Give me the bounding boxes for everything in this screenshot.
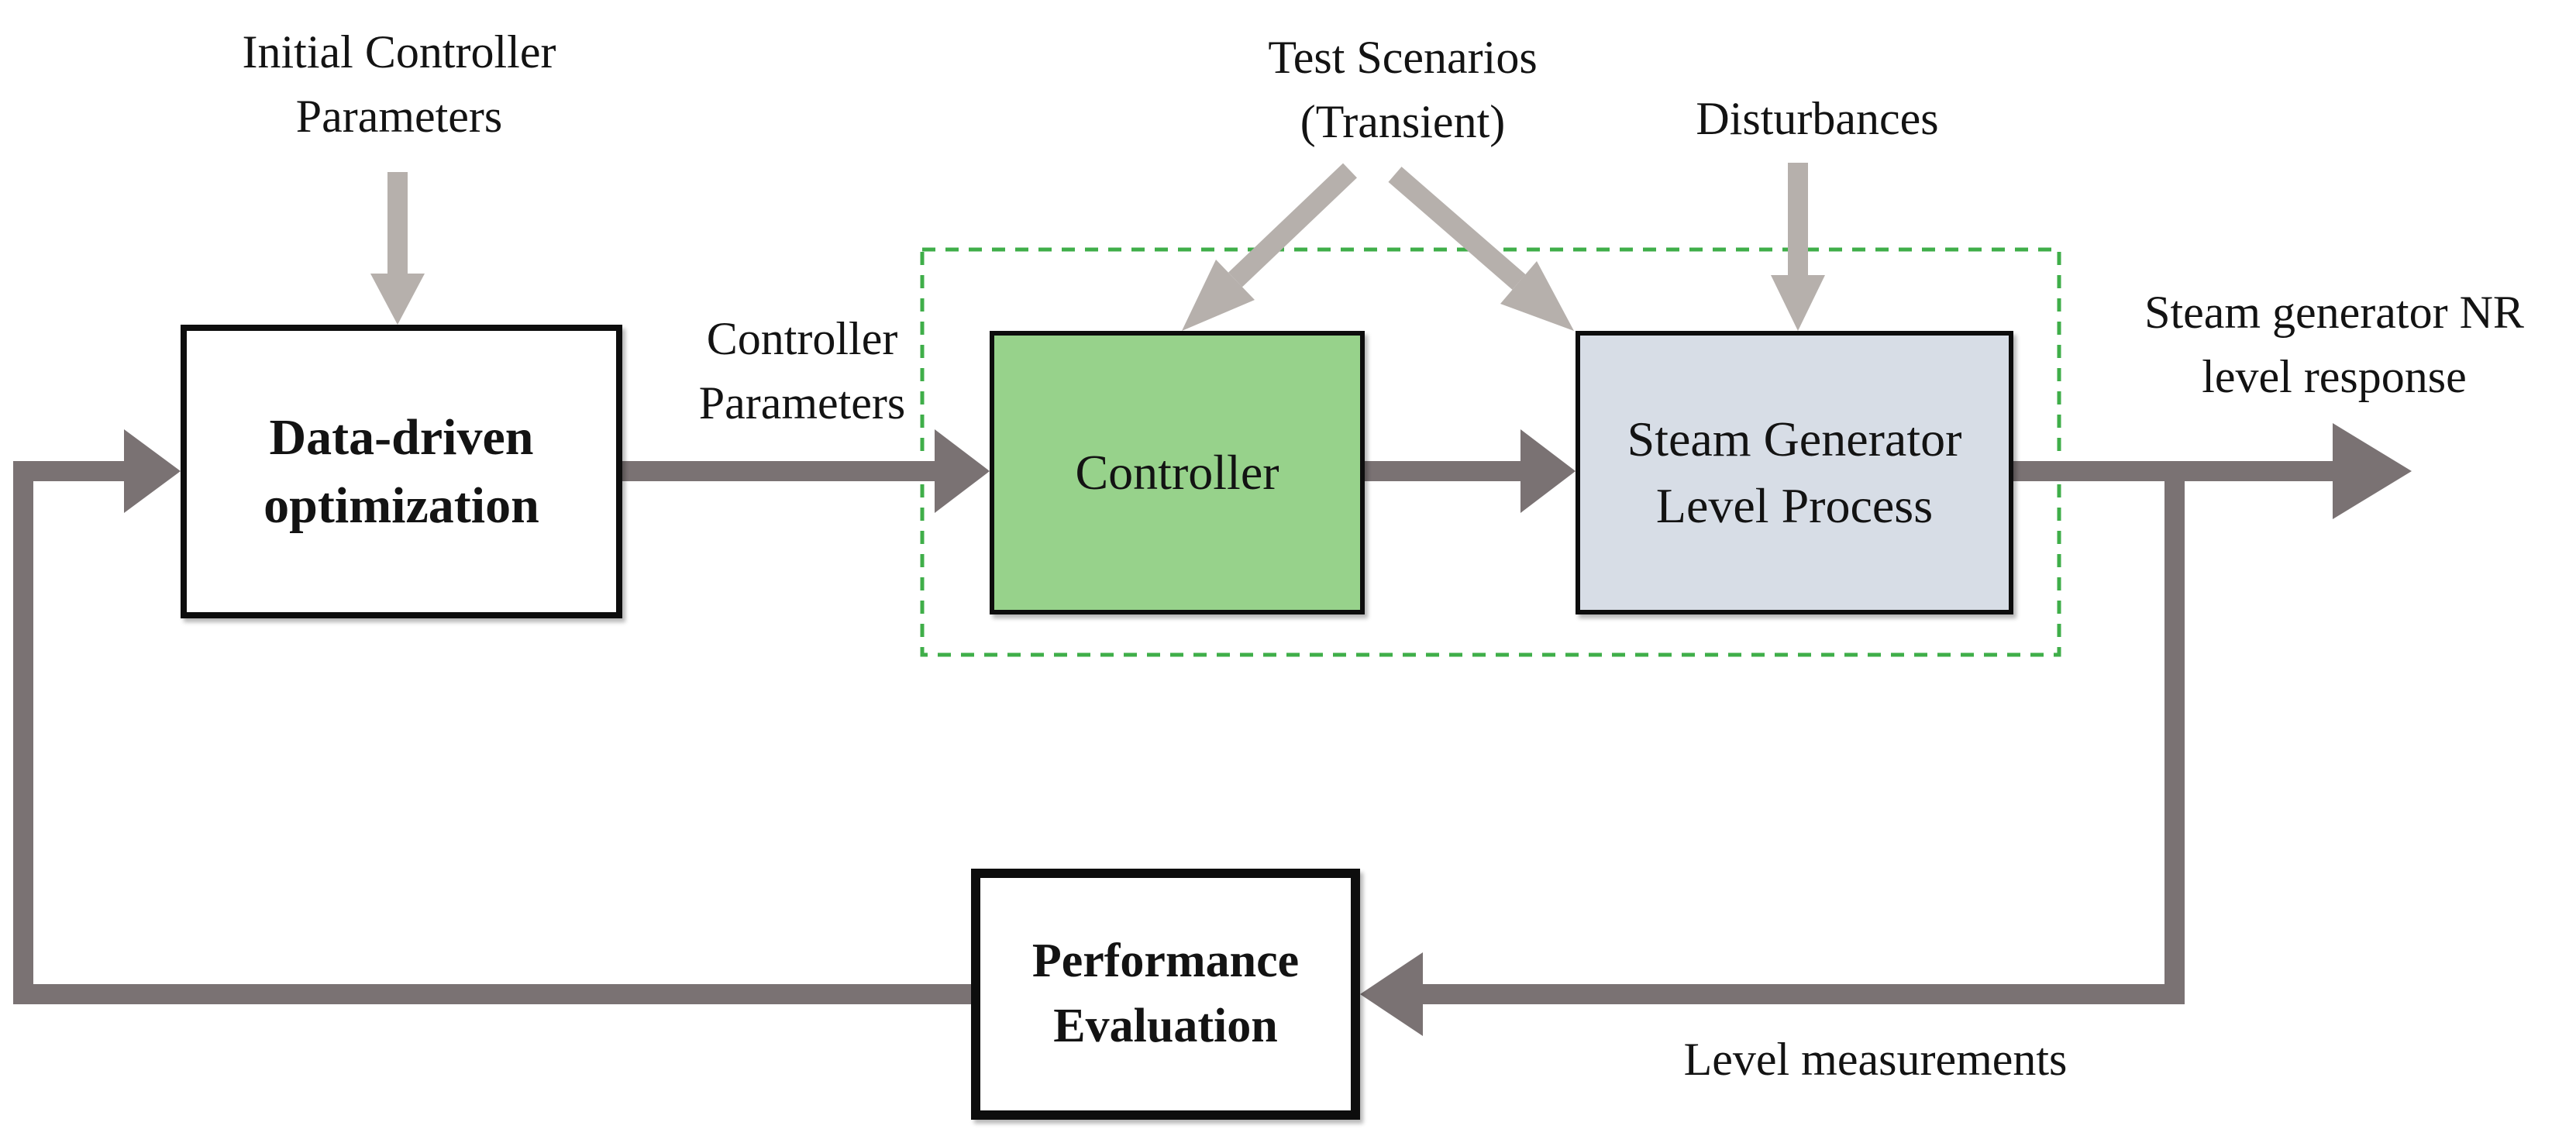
level-response-arrowhead-icon xyxy=(2333,423,2412,519)
control-signal-arrowhead-icon xyxy=(1520,429,1576,513)
test-scenarios-line2: (Transient) xyxy=(1300,95,1506,147)
level-measurements-branch-line xyxy=(1423,465,2185,1004)
disturbances-arrowhead-icon xyxy=(1771,275,1825,331)
initial-parameters-arrowhead-icon xyxy=(370,274,425,325)
performance-evaluation-label-line1: Performance xyxy=(1031,935,1300,988)
test-scenarios-label: Test Scenarios (Transient) xyxy=(1170,26,1635,154)
level-measurements-text: Level measurements xyxy=(1683,1034,2068,1085)
data-driven-optimization-label-line2: optimization xyxy=(263,477,539,534)
controller-params-line1: Controller xyxy=(706,313,898,364)
level-measurements-label: Level measurements xyxy=(1643,1028,2108,1092)
test-scenarios-line1: Test Scenarios xyxy=(1268,32,1538,83)
steam-generator-label-line1: Steam Generator xyxy=(1627,411,1962,466)
sg-nr-line2: level response xyxy=(2202,350,2467,402)
performance-evaluation-box: Performance Evaluation xyxy=(971,869,1360,1120)
controller-parameters-arrowhead-icon xyxy=(935,429,990,513)
test-scenarios-left-arrowhead-icon xyxy=(1182,260,1255,331)
steam-generator-level-process-box: Steam Generator Level Process xyxy=(1576,331,2013,614)
feedback-arrowhead-icon xyxy=(124,429,181,513)
performance-evaluation-label-line2: Evaluation xyxy=(1053,1000,1278,1052)
disturbances-label: Disturbances xyxy=(1624,87,2011,151)
disturbances-text: Disturbances xyxy=(1696,93,1939,144)
test-scenarios-right-arrowhead-icon xyxy=(1500,261,1574,331)
initial-controller-parameters-label: Initial Controller Parameters xyxy=(128,20,670,149)
steam-generator-nr-level-response-label: Steam generator NR level response xyxy=(2102,281,2567,409)
initial-params-line2: Parameters xyxy=(295,90,503,142)
feedback-loop-line xyxy=(13,461,971,1004)
test-scenarios-right-arrow-line xyxy=(1388,167,1526,290)
test-scenarios-left-arrow-line xyxy=(1228,163,1357,287)
data-driven-optimization-label-line1: Data-driven xyxy=(269,409,534,466)
level-measurements-arrowhead-icon xyxy=(1360,952,1423,1036)
controller-label: Controller xyxy=(1075,444,1279,500)
steam-generator-label-line2: Level Process xyxy=(1655,478,1934,533)
controller-box: Controller xyxy=(990,331,1365,614)
initial-params-line1: Initial Controller xyxy=(242,26,556,77)
sg-nr-line1: Steam generator NR xyxy=(2144,287,2524,338)
data-driven-optimization-box: Data-driven optimization xyxy=(181,325,622,618)
controller-params-line2: Parameters xyxy=(698,377,906,429)
controller-parameters-label: Controller Parameters xyxy=(608,307,996,435)
